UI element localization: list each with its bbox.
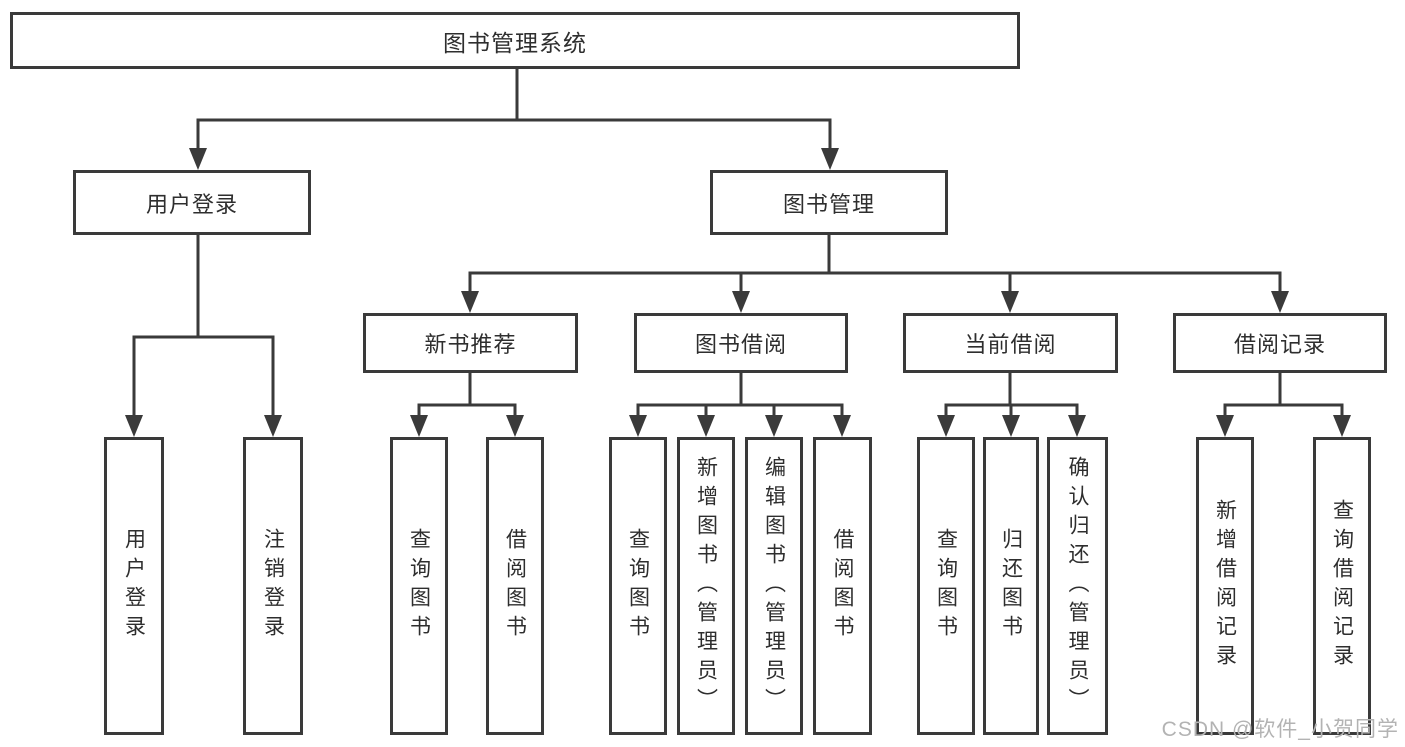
leaf-current-query-books: 查询图书 — [917, 437, 975, 735]
leaf-label: 确认归还（管理员） — [1066, 455, 1089, 717]
leaf-label: 新增借阅记录 — [1213, 499, 1237, 673]
arrowhead-icon — [410, 415, 428, 437]
leaf-label: 查询图书 — [407, 528, 431, 644]
arrowhead-icon — [937, 415, 955, 437]
leaf-borrow-add-books-admin: 新增图书（管理员） — [677, 437, 735, 735]
arrowhead-icon — [697, 415, 715, 437]
node-label: 当前借阅 — [964, 332, 1057, 357]
leaf-label: 编辑图书（管理员） — [762, 455, 786, 717]
arrowhead-icon — [1333, 415, 1351, 437]
node-label: 借阅记录 — [1233, 332, 1326, 357]
arrowhead-icon — [189, 148, 207, 170]
node-user-login: 用户登录 — [73, 170, 311, 235]
arrowhead-icon — [264, 415, 282, 437]
leaf-logout: 注销登录 — [243, 437, 303, 735]
node-book-management: 图书管理 — [710, 170, 948, 235]
node-new-book-recommend: 新书推荐 — [363, 313, 578, 373]
arrowhead-icon — [1001, 291, 1019, 313]
arrowhead-icon — [1216, 415, 1234, 437]
leaf-label: 归还图书 — [999, 528, 1023, 644]
arrowhead-icon — [506, 415, 524, 437]
node-borrowing-records: 借阅记录 — [1173, 313, 1387, 373]
leaf-label: 查询借阅记录 — [1330, 499, 1354, 673]
leaf-label: 注销登录 — [261, 528, 285, 644]
leaf-current-return-books: 归还图书 — [983, 437, 1039, 735]
leaf-label: 用户登录 — [122, 528, 146, 644]
leaf-user-login: 用户登录 — [104, 437, 164, 735]
leaf-rec-query-books: 查询图书 — [390, 437, 448, 735]
arrowhead-icon — [461, 291, 479, 313]
arrowhead-icon — [1068, 415, 1086, 437]
leaf-borrow-edit-books-admin: 编辑图书（管理员） — [745, 437, 803, 735]
node-book-borrowing: 图书借阅 — [634, 313, 848, 373]
leaf-records-add-record: 新增借阅记录 — [1196, 437, 1254, 735]
node-label: 用户登录 — [145, 191, 238, 217]
node-current-borrowing: 当前借阅 — [903, 313, 1118, 373]
node-label: 图书借阅 — [694, 332, 787, 357]
arrowhead-icon — [732, 291, 750, 313]
leaf-rec-borrow-books: 借阅图书 — [486, 437, 544, 735]
leaf-borrow-query-books: 查询图书 — [609, 437, 667, 735]
node-label: 图书管理系统 — [443, 29, 587, 56]
leaf-label: 查询图书 — [626, 528, 650, 644]
arrowhead-icon — [765, 415, 783, 437]
leaf-borrow-borrow-books: 借阅图书 — [813, 437, 872, 735]
arrowhead-icon — [1002, 415, 1020, 437]
arrowhead-icon — [125, 415, 143, 437]
arrowhead-icon — [833, 415, 851, 437]
arrowhead-icon — [821, 148, 839, 170]
leaf-label: 查询图书 — [934, 528, 958, 644]
arrowhead-icon — [1271, 291, 1289, 313]
node-label: 图书管理 — [782, 191, 875, 217]
leaf-label: 借阅图书 — [503, 528, 527, 644]
csdn-watermark: CSDN @软件_小贺同学 — [1161, 718, 1399, 741]
leaf-label: 新增图书（管理员） — [694, 455, 718, 717]
leaf-records-query-record: 查询借阅记录 — [1313, 437, 1371, 735]
node-label: 新书推荐 — [424, 332, 517, 357]
arrowhead-icon — [629, 415, 647, 437]
node-library-management-system: 图书管理系统 — [10, 12, 1020, 69]
leaf-label: 借阅图书 — [831, 528, 854, 644]
leaf-current-confirm-return-admin: 确认归还（管理员） — [1047, 437, 1108, 735]
